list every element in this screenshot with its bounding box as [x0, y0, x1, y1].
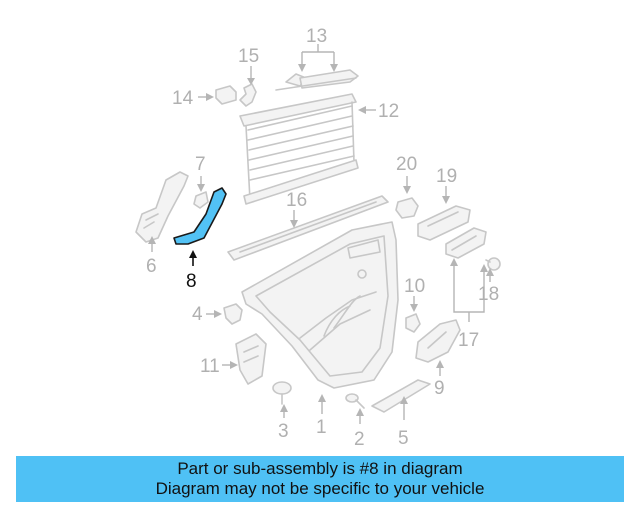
exploded-parts-diagram: 13 15 14 12 7 8 6 16 — [135, 26, 501, 450]
callout-9: 9 — [434, 378, 445, 399]
callout-17: 17 — [458, 330, 479, 351]
arrow-5 — [400, 396, 408, 404]
part-19-switch-bezel — [417, 205, 471, 241]
part-9-detail — [427, 331, 447, 349]
part-6-pillar-trim — [135, 171, 189, 243]
leader-13-branch — [301, 51, 335, 66]
callout-2: 2 — [354, 429, 365, 450]
part-16-detail — [239, 201, 377, 253]
part-5-strip — [371, 379, 431, 413]
callout-1: 1 — [316, 417, 327, 438]
callout-8: 8 — [186, 271, 197, 292]
part-8-highlighted-trim — [173, 187, 227, 245]
part-20-switch — [395, 197, 419, 219]
part-7-clip — [193, 191, 209, 209]
arrow-17a — [450, 258, 458, 266]
part-2-screw — [345, 393, 365, 409]
part-10-clip — [405, 313, 421, 333]
arrow-6 — [148, 236, 156, 244]
part-6-detail — [143, 213, 159, 229]
callout-18: 18 — [478, 284, 499, 305]
arrow-10 — [410, 304, 418, 312]
part-18-bulb — [485, 257, 501, 271]
callout-5: 5 — [398, 428, 409, 449]
callout-4: 4 — [192, 304, 203, 325]
arrow-13a — [298, 64, 306, 72]
callout-13: 13 — [306, 26, 327, 47]
arrow-19 — [442, 196, 450, 204]
callout-19: 19 — [436, 166, 457, 187]
part-17-detail — [451, 235, 477, 251]
part-17-handle — [445, 227, 487, 259]
arrow-1 — [318, 394, 326, 402]
arrow-20 — [403, 186, 411, 194]
arrow-13b — [330, 64, 338, 72]
arrow-17b — [480, 264, 488, 272]
callout-14: 14 — [172, 88, 194, 109]
part-9-handle-bezel — [415, 319, 461, 363]
part-12-sunshade — [239, 93, 359, 205]
callout-11: 11 — [200, 356, 220, 377]
banner-line-1: Part or sub-assembly is #8 in diagram — [177, 459, 463, 478]
arrow-4 — [214, 310, 222, 318]
banner-line-2: Diagram may not be specific to your vehi… — [155, 479, 485, 498]
part-19-detail — [427, 211, 459, 227]
callout-10: 10 — [404, 276, 425, 297]
part-3-push-clip — [272, 381, 292, 405]
arrow-15 — [247, 78, 255, 85]
callout-6: 6 — [146, 256, 157, 277]
callout-15: 15 — [238, 46, 259, 67]
arrow-3 — [280, 404, 288, 412]
part-4-clip — [223, 303, 243, 325]
part-15-clip — [239, 83, 257, 107]
callout-12: 12 — [378, 101, 399, 122]
callout-7: 7 — [195, 154, 206, 175]
arrow-18 — [486, 268, 494, 276]
arrow-14 — [206, 93, 214, 101]
part-14-block — [215, 85, 237, 105]
callout-16: 16 — [286, 190, 307, 211]
callout-20: 20 — [396, 154, 417, 175]
arrow-2 — [356, 408, 364, 416]
part-11-detail — [243, 345, 259, 363]
arrow-12 — [358, 106, 366, 114]
arrow-7 — [197, 184, 205, 192]
part-1-door-panel — [241, 221, 399, 389]
arrow-8 — [189, 250, 197, 258]
arrow-11 — [230, 361, 238, 369]
part-13-retainer — [275, 69, 359, 91]
arrow-9 — [436, 360, 444, 368]
info-banner: Part or sub-assembly is #8 in diagram Di… — [16, 456, 624, 502]
arrow-16 — [290, 220, 298, 228]
callout-3: 3 — [278, 421, 289, 442]
